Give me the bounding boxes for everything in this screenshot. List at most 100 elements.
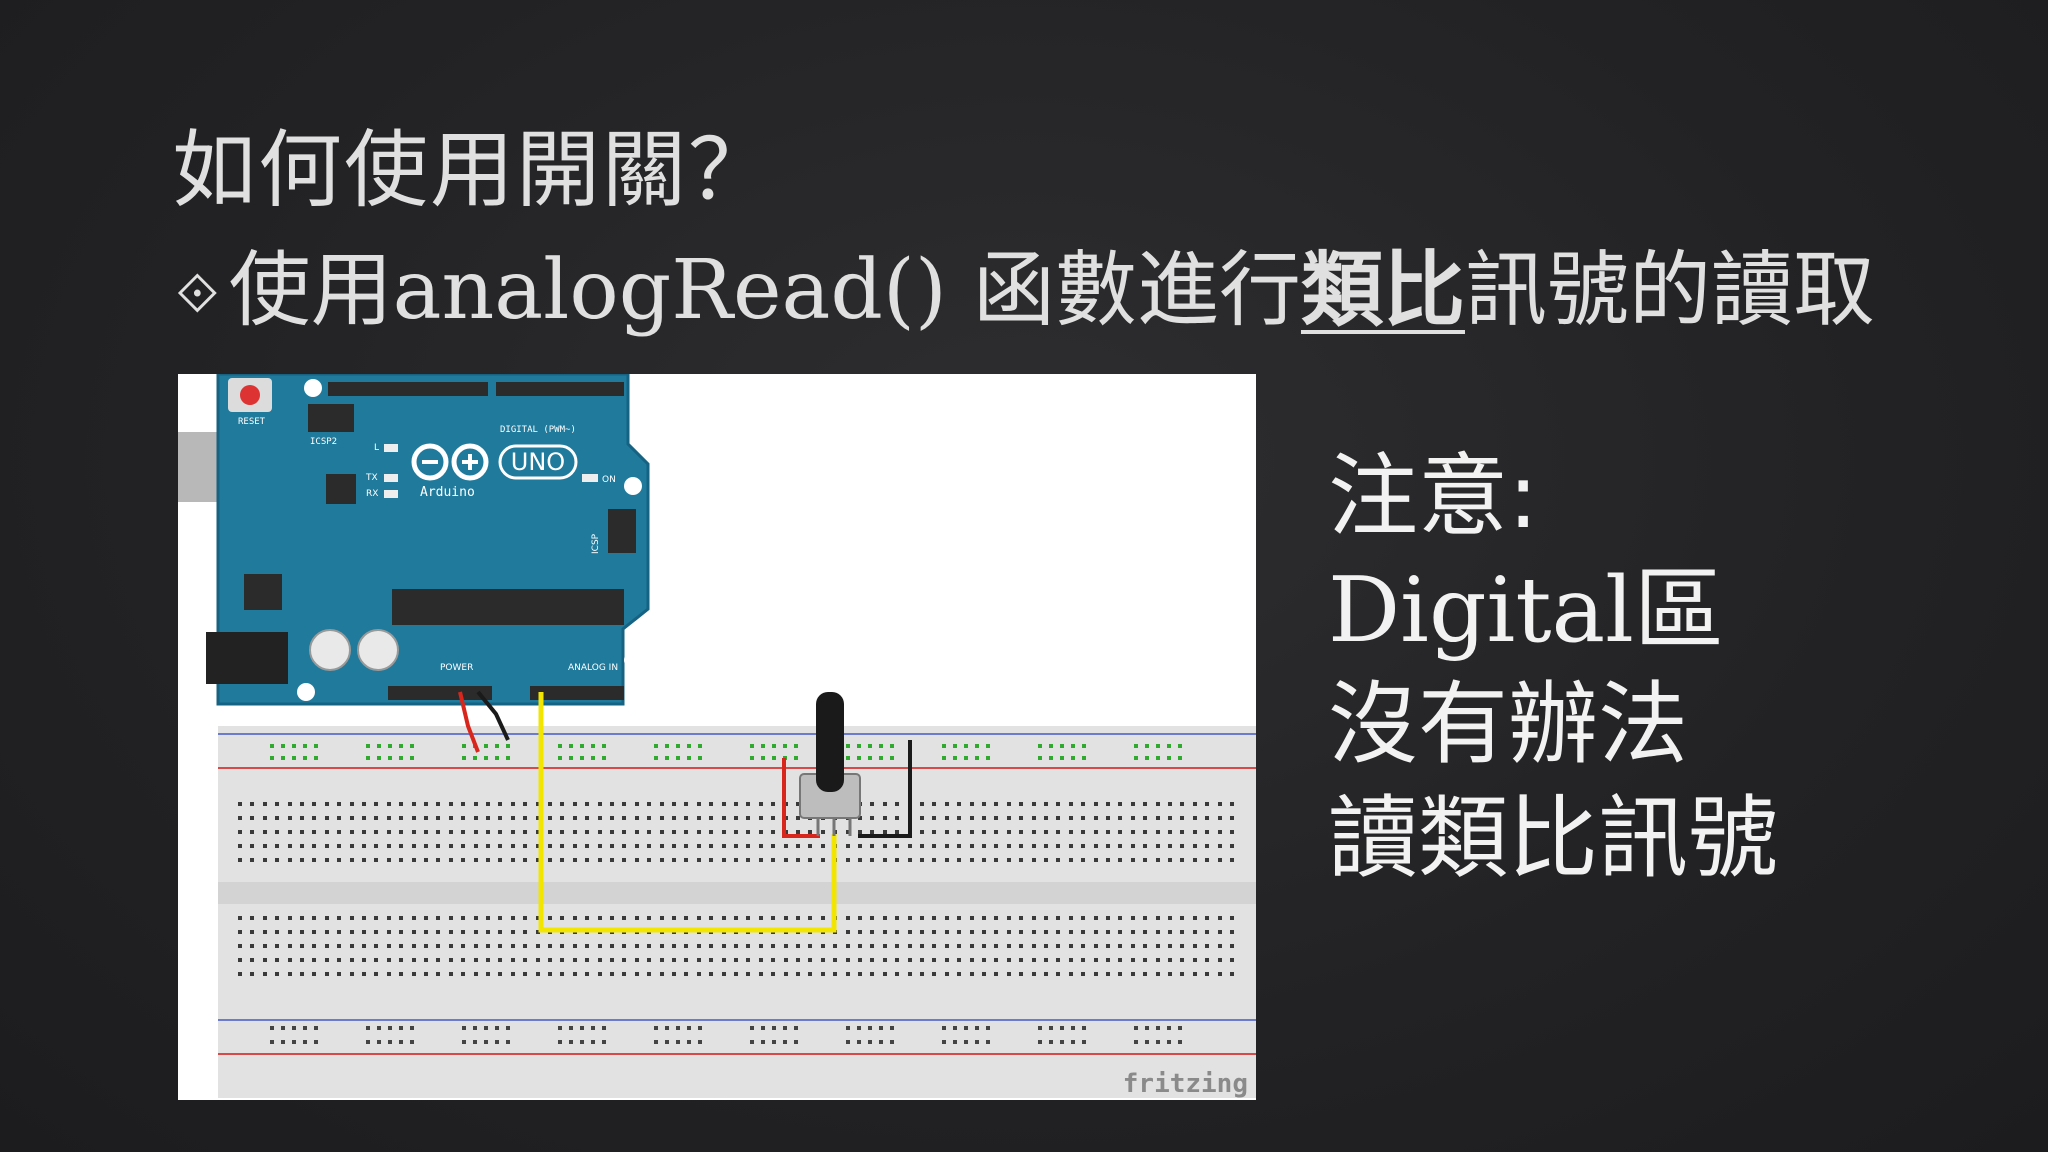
breadboard-hole xyxy=(672,858,676,862)
breadboard-hole xyxy=(986,756,990,760)
breadboard-hole xyxy=(647,802,651,806)
breadboard-hole xyxy=(784,916,788,920)
breadboard-hole xyxy=(833,958,837,962)
breadboard-hole xyxy=(536,958,540,962)
breadboard-hole xyxy=(920,816,924,820)
breadboard-hole xyxy=(1218,802,1222,806)
breadboard-hole xyxy=(424,802,428,806)
breadboard-hole xyxy=(1180,844,1184,848)
on-label: ON xyxy=(602,475,616,485)
breadboard-hole xyxy=(1230,830,1234,834)
breadboard-hole xyxy=(288,972,292,976)
breadboard-hole xyxy=(498,972,502,976)
breadboard-hole xyxy=(883,858,887,862)
breadboard-hole xyxy=(1032,930,1036,934)
breadboard-hole xyxy=(622,802,626,806)
breadboard-hole xyxy=(300,944,304,948)
breadboard-hole xyxy=(362,972,366,976)
breadboard-hole xyxy=(1056,844,1060,848)
breadboard-hole xyxy=(722,944,726,948)
breadboard-hole xyxy=(635,858,639,862)
breadboard-hole xyxy=(746,916,750,920)
breadboard-hole xyxy=(665,1040,669,1044)
breadboard-hole xyxy=(436,816,440,820)
breadboard-hole xyxy=(399,1040,403,1044)
mounting-hole xyxy=(297,683,315,701)
breadboard-hole xyxy=(598,844,602,848)
l-label: L xyxy=(374,443,379,453)
breadboard-hole xyxy=(300,858,304,862)
breadboard-hole xyxy=(957,958,961,962)
breadboard-hole xyxy=(350,958,354,962)
breadboard-hole xyxy=(312,958,316,962)
breadboard-hole xyxy=(883,930,887,934)
breadboard-hole xyxy=(895,802,899,806)
breadboard-hole xyxy=(461,816,465,820)
breadboard-hole xyxy=(1218,944,1222,948)
breadboard-hole xyxy=(560,916,564,920)
breadboard-hole xyxy=(870,858,874,862)
breadboard-hole xyxy=(325,830,329,834)
breadboard-hole xyxy=(314,756,318,760)
breadboard-hole xyxy=(1081,844,1085,848)
breadboard-hole xyxy=(821,858,825,862)
breadboard-hole xyxy=(495,744,499,748)
breadboard-hole xyxy=(374,830,378,834)
breadboard-hole xyxy=(986,744,990,748)
breadboard-hole xyxy=(697,816,701,820)
digital-label: DIGITAL (PWM~) xyxy=(500,425,576,435)
breadboard-hole xyxy=(932,844,936,848)
breadboard-hole xyxy=(511,816,515,820)
icsp2-header xyxy=(308,404,354,432)
breadboard-hole xyxy=(1007,944,1011,948)
breadboard-hole xyxy=(238,972,242,976)
breadboard-hole xyxy=(1094,972,1098,976)
breadboard-hole xyxy=(238,958,242,962)
breadboard-hole xyxy=(672,972,676,976)
breadboard-hole xyxy=(548,830,552,834)
breadboard-hole xyxy=(945,858,949,862)
breadboard-hole xyxy=(750,744,754,748)
breadboard-hole xyxy=(982,916,986,920)
breadboard-hole xyxy=(932,916,936,920)
breadboard-hole xyxy=(474,944,478,948)
breadboard-hole xyxy=(412,830,416,834)
breadboard-hole xyxy=(598,830,602,834)
breadboard-hole xyxy=(449,944,453,948)
breadboard-hole xyxy=(970,816,974,820)
breadboard-hole xyxy=(883,916,887,920)
breadboard-hole xyxy=(486,930,490,934)
breadboard-hole xyxy=(942,744,946,748)
breadboard-hole xyxy=(986,1026,990,1030)
breadboard-hole xyxy=(945,944,949,948)
breadboard-hole xyxy=(292,1040,296,1044)
breadboard-hole xyxy=(238,830,242,834)
breadboard-hole xyxy=(580,1026,584,1030)
breadboard-hole xyxy=(1230,944,1234,948)
breadboard-hole xyxy=(1218,858,1222,862)
breadboard-hole xyxy=(495,1040,499,1044)
breadboard-hole xyxy=(300,830,304,834)
breadboard-hole xyxy=(1180,858,1184,862)
diamond-bullet-icon: ⟐ xyxy=(176,262,219,325)
breadboard-hole xyxy=(377,1026,381,1030)
breadboard-hole xyxy=(1019,930,1023,934)
breadboard-hole xyxy=(750,1026,754,1030)
subtitle-function-name: analogRead() xyxy=(392,243,947,338)
breadboard-hole xyxy=(498,944,502,948)
breadboard-hole xyxy=(1134,744,1138,748)
breadboard-hole xyxy=(374,802,378,806)
breadboard-hole xyxy=(387,958,391,962)
breadboard-hole xyxy=(660,802,664,806)
breadboard-hole xyxy=(312,930,316,934)
microcontroller-chip xyxy=(392,589,624,625)
breadboard-hole xyxy=(647,858,651,862)
breadboard-hole xyxy=(484,1040,488,1044)
breadboard-hole xyxy=(424,916,428,920)
breadboard-hole xyxy=(1145,1026,1149,1030)
breadboard-hole xyxy=(1032,958,1036,962)
black-wire-gnd xyxy=(476,690,510,741)
led-l xyxy=(384,444,398,452)
breadboard-hole xyxy=(1032,844,1036,848)
fritzing-watermark: fritzing xyxy=(1123,1069,1248,1099)
